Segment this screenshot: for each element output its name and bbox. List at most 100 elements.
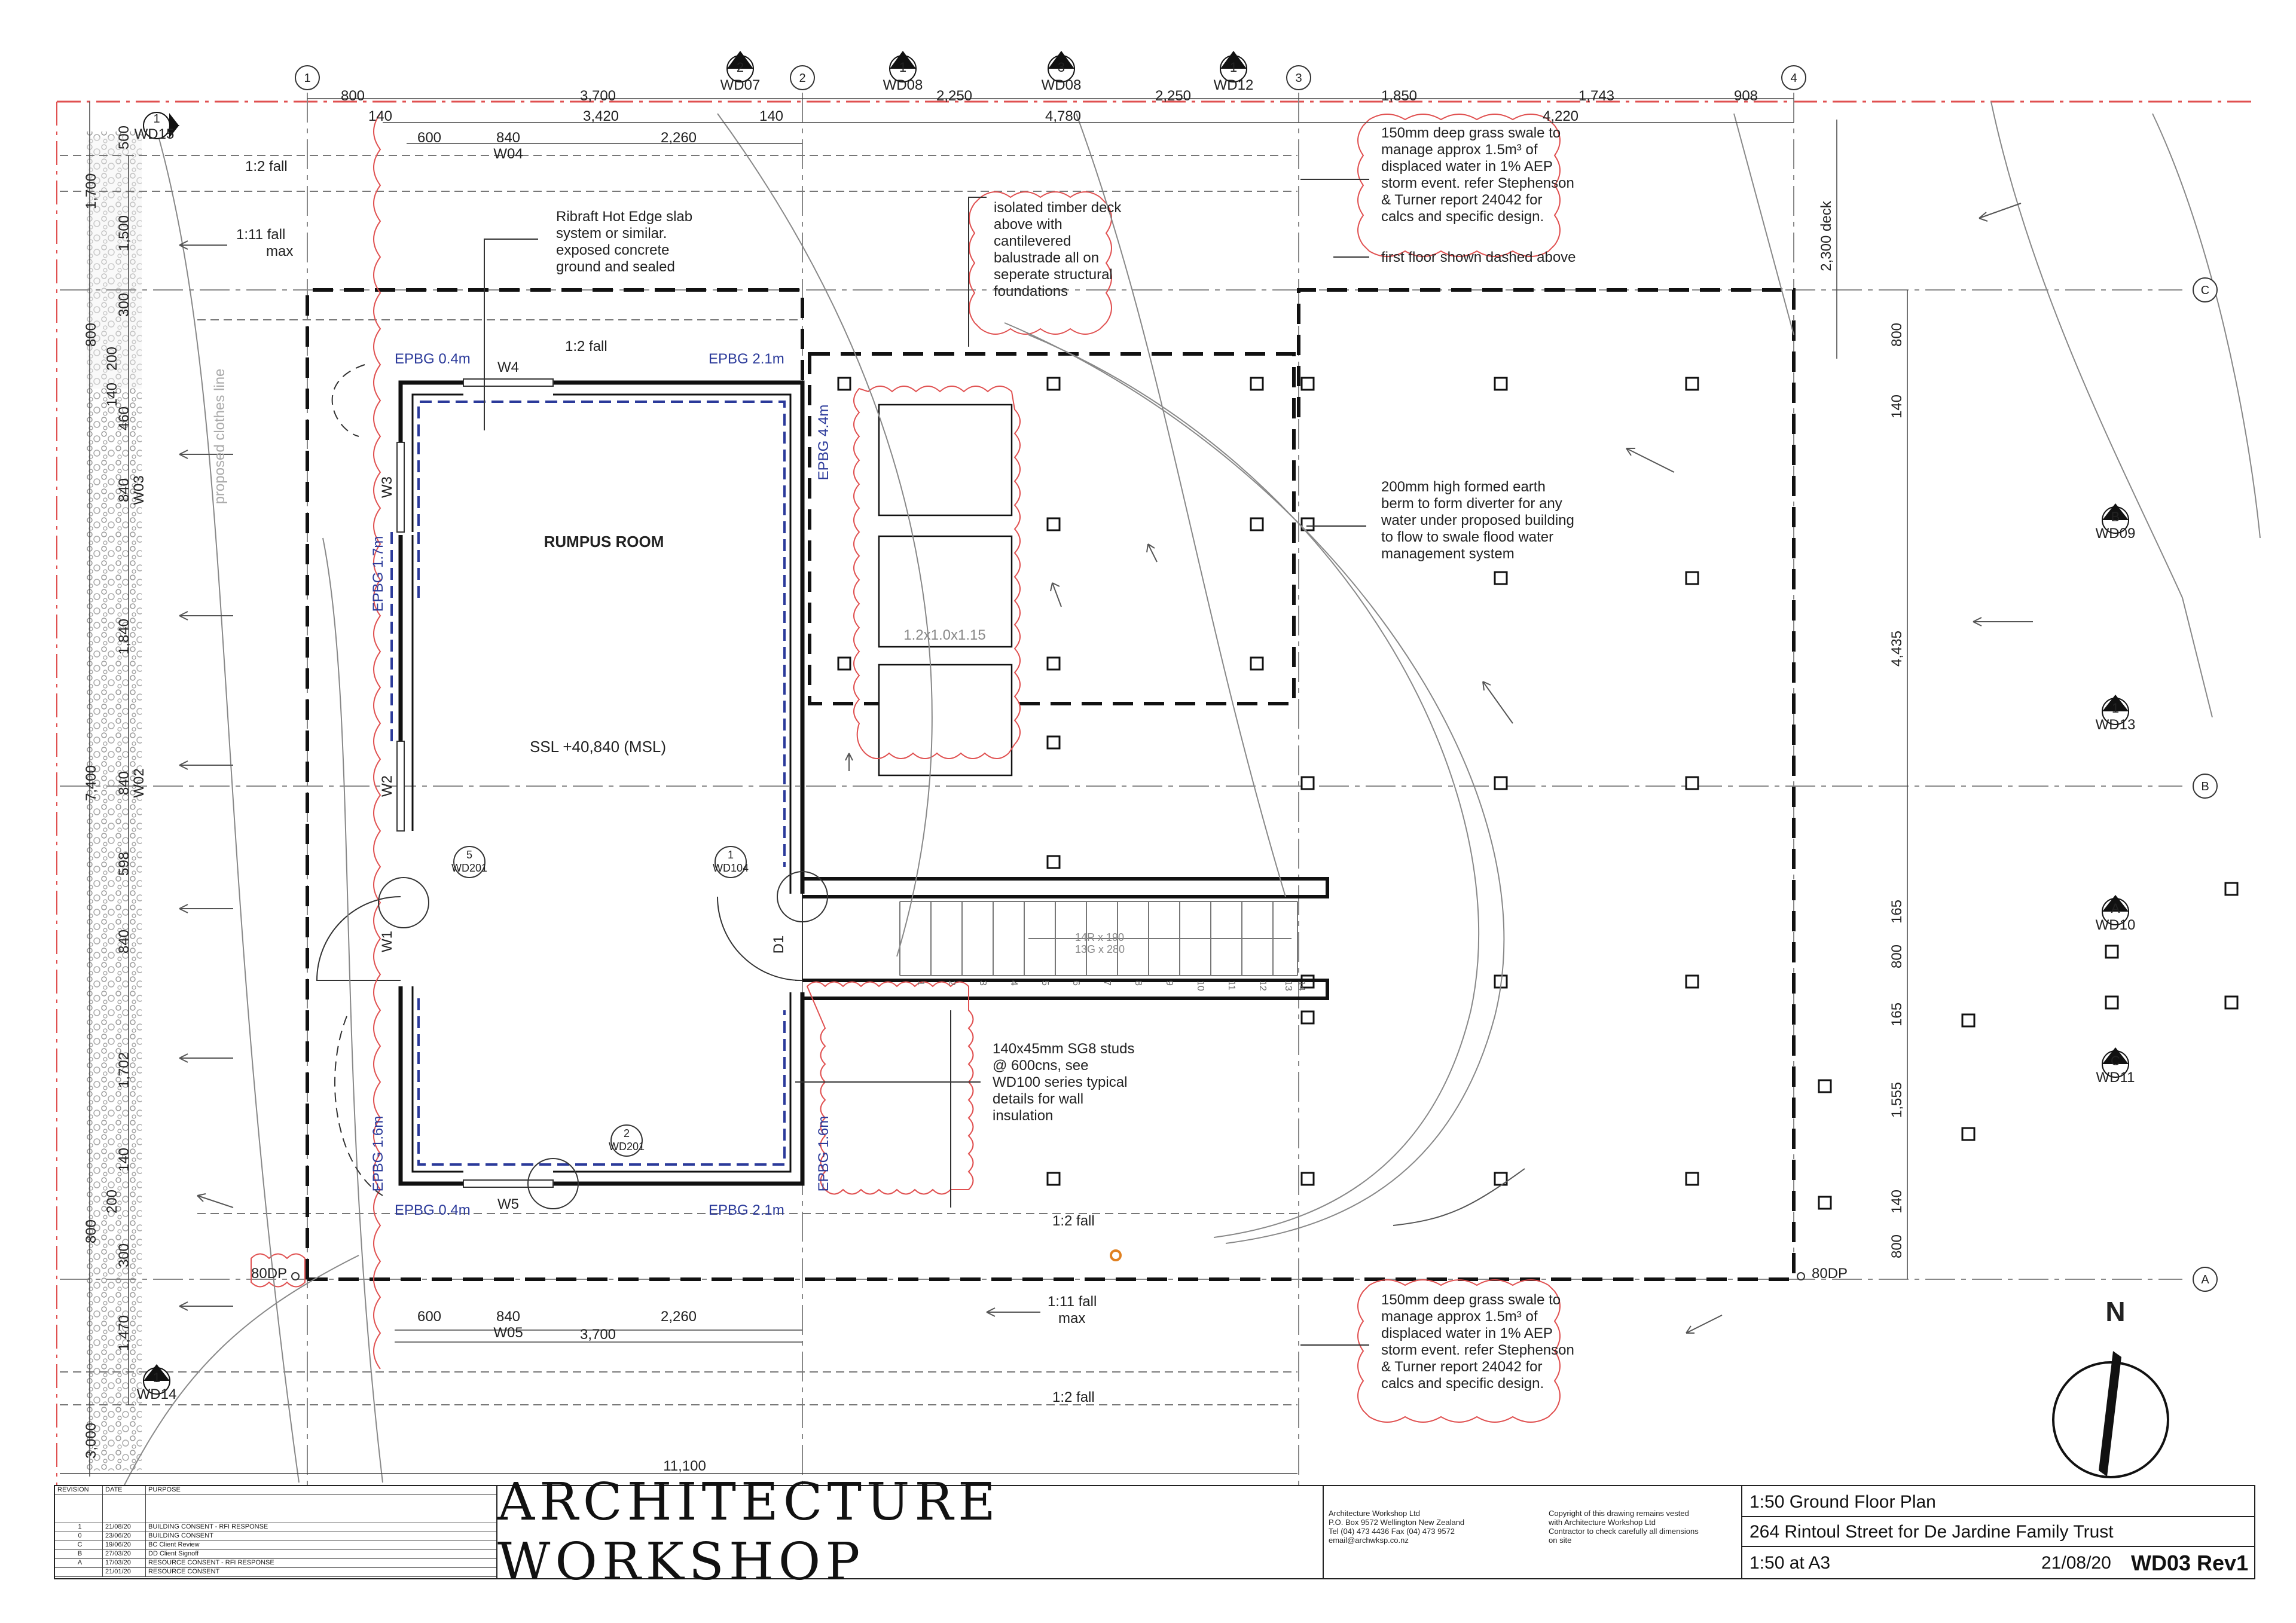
dim-top-1850: 1,850 bbox=[1381, 88, 1417, 104]
dim-left-300b: 300 bbox=[116, 1243, 132, 1267]
section-marker-wd10-num: A bbox=[2111, 901, 2120, 916]
stair-goings: 13G x 280 bbox=[1075, 943, 1125, 955]
epbg-left-bottom: EPBG 1.6m bbox=[370, 1116, 386, 1192]
dim-left-460: 460 bbox=[116, 406, 132, 430]
revision-row: 1 21/08/20 BUILDING CONSENT - RFI RESPON… bbox=[55, 1523, 496, 1532]
section-marker-wd08b-num: 3 bbox=[1058, 60, 1065, 75]
dim-left-500: 500 bbox=[116, 126, 132, 149]
note-berm-4: to flow to swale flood water bbox=[1381, 529, 1553, 545]
dim-right-165b: 165 bbox=[1889, 1002, 1905, 1026]
dim-right-800a: 800 bbox=[1889, 323, 1905, 347]
grid-bubble-c: C bbox=[2201, 284, 2209, 297]
section-marker-wd11-ref: WD11 bbox=[2096, 1069, 2135, 1086]
tank-label: 1.2x1.0x1.15 bbox=[903, 627, 985, 643]
dim-left-1700: 1,700 bbox=[83, 173, 99, 209]
dim-right-140b: 140 bbox=[1889, 1190, 1905, 1214]
rev-date: 27/03/20 bbox=[103, 1550, 146, 1558]
dim-left-1470: 1,470 bbox=[116, 1315, 132, 1351]
dim-right-800c: 800 bbox=[1889, 1234, 1905, 1258]
dim-top-140b: 140 bbox=[759, 108, 783, 124]
dim-left-140b: 140 bbox=[116, 1148, 132, 1172]
stair-risers: 14R x 190 bbox=[1075, 931, 1124, 943]
window-w5: W5 bbox=[497, 1196, 519, 1212]
rev-purpose: RESOURCE CONSENT - RFI RESPONSE bbox=[148, 1559, 274, 1566]
note-slab-1: Ribraft Hot Edge slab bbox=[556, 209, 692, 225]
window-w4: W4 bbox=[497, 359, 519, 375]
dim-w04-600: 600 bbox=[417, 130, 441, 146]
dim-top-4780: 4,780 bbox=[1045, 108, 1081, 124]
section-marker-wd08a-num: 1 bbox=[899, 60, 906, 75]
detail-marker-2-ref: WD201 bbox=[609, 1141, 645, 1153]
epbg-right-bottom: EPBG 1.6m bbox=[816, 1116, 832, 1192]
drawing-date: 21/08/20 bbox=[2041, 1553, 2111, 1573]
note-deck-6: foundations bbox=[994, 283, 1068, 299]
dimension-lines bbox=[60, 98, 1908, 1477]
fall-top-1: 1:2 fall bbox=[245, 158, 288, 175]
note-deck-4: balustrade all on bbox=[994, 250, 1099, 266]
section-marker-wd11-num: C bbox=[2111, 1053, 2120, 1068]
stair-step-6: 6 bbox=[1071, 980, 1081, 986]
section-marker-wd13-ref: WD13 bbox=[2096, 717, 2136, 733]
dim-w04-840: 840 bbox=[496, 130, 520, 146]
grid-bubble-3: 3 bbox=[1295, 72, 1302, 85]
epbg-top-right: EPBG 2.1m bbox=[709, 351, 784, 367]
dim-bottom-total: 11,100 bbox=[663, 1458, 706, 1474]
grid-bubble-a: A bbox=[2201, 1273, 2209, 1286]
water-tanks bbox=[878, 404, 1013, 777]
rev-purpose: BC Client Review bbox=[148, 1541, 200, 1548]
dim-left-200a: 200 bbox=[104, 347, 120, 371]
dim-left-598: 598 bbox=[116, 852, 132, 876]
dim-top-1743: 1,743 bbox=[1578, 88, 1614, 104]
dim-right-4435: 4,435 bbox=[1889, 631, 1905, 667]
rev-purpose: BUILDING CONSENT bbox=[148, 1532, 213, 1539]
note-studs-2: @ 600cns, see bbox=[993, 1057, 1088, 1074]
dim-left-1840: 1,840 bbox=[116, 619, 132, 655]
note-swale-bottom-6: calcs and specific design. bbox=[1381, 1376, 1544, 1392]
rev-id: 0 bbox=[55, 1532, 103, 1541]
copyright-note: Copyright of this drawing remains vested… bbox=[1549, 1509, 1699, 1545]
dim-left-800a: 800 bbox=[83, 323, 99, 347]
epbg-top-left: EPBG 0.4m bbox=[395, 351, 471, 367]
dim-left-840a: 840 bbox=[116, 478, 132, 502]
stair-step-5: 5 bbox=[1040, 980, 1050, 986]
section-marker-wd14-ref: WD14 bbox=[137, 1386, 177, 1402]
revision-row: 0 23/06/20 BUILDING CONSENT bbox=[55, 1532, 496, 1541]
first-floor-outline bbox=[306, 288, 1796, 1281]
note-swale-bottom-2: manage approx 1.5m³ of bbox=[1381, 1309, 1538, 1325]
stair-walls bbox=[801, 877, 1329, 1184]
section-marker-shapes bbox=[143, 51, 2129, 1395]
section-marker-wd12-ref: WD12 bbox=[1214, 77, 1254, 93]
rev-date: 19/06/20 bbox=[103, 1541, 146, 1549]
note-berm-1: 200mm high formed earth bbox=[1381, 479, 1546, 495]
detail-marker-2-num: 2 bbox=[624, 1127, 630, 1139]
fall-lines bbox=[60, 155, 1297, 1405]
stair-step-1: 1 bbox=[915, 980, 926, 986]
rev-date: 21/01/20 bbox=[103, 1568, 146, 1576]
stair-step-3: 3 bbox=[978, 980, 988, 986]
dim-w04-label: W04 bbox=[493, 146, 523, 162]
deck-note-cloud bbox=[969, 191, 1112, 335]
datum-left: 80DP bbox=[251, 1266, 287, 1282]
rev-purpose: RESOURCE CONSENT bbox=[148, 1568, 220, 1575]
stair-step-10: 10 bbox=[1195, 980, 1205, 991]
note-studs-5: insulation bbox=[993, 1108, 1053, 1124]
epbg-lines bbox=[390, 401, 786, 1166]
epbg-bottom-left: EPBG 0.4m bbox=[395, 1202, 471, 1218]
detail-marker-5-num: 5 bbox=[466, 849, 472, 861]
note-first-floor: first floor shown dashed above bbox=[1381, 249, 1576, 265]
note-swale-top-5: & Turner report 24042 for bbox=[1381, 192, 1542, 208]
window-frames bbox=[396, 378, 554, 1188]
detail-marker-1-ref: WD104 bbox=[713, 862, 749, 874]
epbg-bottom-right: EPBG 2.1m bbox=[709, 1202, 784, 1218]
section-marker-wd09-num: B bbox=[2111, 509, 2120, 524]
dim-left-840b: 840 bbox=[116, 771, 132, 795]
leader-lines bbox=[484, 179, 1369, 1346]
berm-curve bbox=[119, 101, 2261, 1495]
drawing-info: 1:50 Ground Floor Plan 264 Rintoul Stree… bbox=[1741, 1486, 2255, 1578]
note-swale-bottom-5: & Turner report 24042 for bbox=[1381, 1359, 1542, 1375]
swale-bottom-cloud bbox=[1357, 1279, 1561, 1423]
door-d1: D1 bbox=[771, 936, 787, 954]
stair-step-4: 4 bbox=[1009, 980, 1019, 986]
window-w1: W1 bbox=[379, 931, 395, 952]
detail-marker-shapes bbox=[378, 846, 828, 1209]
